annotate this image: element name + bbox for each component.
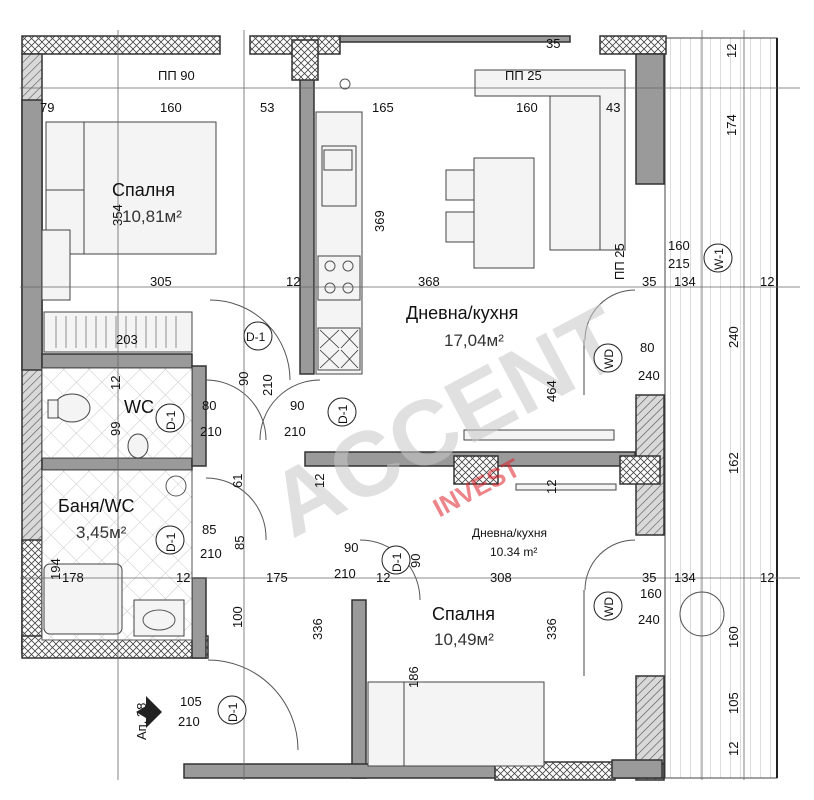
dimension-label: 210 <box>260 374 275 396</box>
room-name-bath: Баня/WC <box>58 496 135 516</box>
dimension-label: 105 <box>180 694 202 709</box>
dimension-label: 210 <box>334 566 356 581</box>
room-area-living: 17,04м² <box>444 331 504 350</box>
dimension-label: 134 <box>674 274 696 289</box>
dimension-label: 240 <box>638 368 660 383</box>
dimension-label: 215 <box>668 256 690 271</box>
dimension-label: 203 <box>116 332 138 347</box>
dimension-label: 100 <box>230 606 245 628</box>
dimension-label: 61 <box>230 474 245 488</box>
dimension-label: 464 <box>544 380 559 402</box>
dimension-label: 79 <box>40 100 54 115</box>
dimension-label: 305 <box>150 274 172 289</box>
dimension-label: 80 <box>640 340 654 355</box>
dimension-label: 210 <box>284 424 306 439</box>
dining-set <box>445 69 626 269</box>
tag-entry: D-1 <box>226 702 240 722</box>
dimension-label: 12 <box>760 570 774 585</box>
dimension-label: 12 <box>724 44 739 58</box>
dimension-label: 90 <box>344 540 358 555</box>
dimension-label: 12 <box>760 274 774 289</box>
tag-d1-e: D-1 <box>390 552 404 572</box>
room-labels: Спалня 10,81м² Дневна/кухня 17,04м² WC Б… <box>58 68 627 740</box>
label-pp90: ПП 90 <box>158 68 195 83</box>
label-pp25-right: ПП 25 <box>612 243 627 280</box>
dimension-label: 174 <box>724 114 739 136</box>
dimension-label: 12 <box>544 480 559 494</box>
dimension-label: 12 <box>312 474 327 488</box>
dimension-label: 35 <box>546 36 560 51</box>
dimension-label: 160 <box>160 100 182 115</box>
dimension-label: 12 <box>726 742 741 756</box>
dimension-label: 105 <box>726 692 741 714</box>
room-name-living: Дневна/кухня <box>406 303 518 323</box>
dimension-label: 99 <box>108 422 123 436</box>
tag-wd-b: WD <box>602 597 616 617</box>
dimension-label: 178 <box>62 570 84 585</box>
dimension-label: 240 <box>638 612 660 627</box>
room-area-bedroom-top: 10,81м² <box>122 207 182 226</box>
dimension-texts: 35 12 79 160 53 165 160 43 174 354 369 3… <box>40 36 774 756</box>
dimension-label: 369 <box>372 210 387 232</box>
room-name-bedroom-bottom: Спалня <box>432 604 495 624</box>
tag-d1-d: D-1 <box>164 532 178 552</box>
dimension-label: 336 <box>544 618 559 640</box>
door-tags: D-1 D-1 D-1 D-1 D-1 WD WD W-1 D-1 <box>155 78 733 725</box>
tag-d1-c: D-1 <box>336 404 350 424</box>
dimension-label: 90 <box>408 554 423 568</box>
dimension-label: 35 <box>642 570 656 585</box>
entry-arrow-icon <box>136 696 162 728</box>
walls <box>21 35 667 781</box>
tag-d1-a: D-1 <box>246 330 266 344</box>
dimension-label: 160 <box>640 586 662 601</box>
dimension-label: 210 <box>200 546 222 561</box>
dimension-label: 12 <box>176 570 190 585</box>
room-name-wc: WC <box>124 397 154 417</box>
dimension-label: 308 <box>490 570 512 585</box>
dimension-label: 210 <box>178 714 200 729</box>
wc-fixtures <box>41 367 193 641</box>
dimension-label: 162 <box>726 452 741 474</box>
dimension-label: 12 <box>108 376 123 390</box>
room-name-living2: Дневна/кухня <box>472 526 547 540</box>
balcony <box>664 37 778 779</box>
dimension-label: 186 <box>406 666 421 688</box>
bed-bottom <box>367 429 617 767</box>
dimension-label: 175 <box>266 570 288 585</box>
door-swings <box>205 289 636 751</box>
dimension-lines <box>20 30 800 780</box>
room-area-living2: 10.34 m² <box>490 545 537 559</box>
dimension-label: 368 <box>418 274 440 289</box>
dimension-label: 134 <box>674 570 696 585</box>
dimension-label: 85 <box>232 536 247 550</box>
dimension-label: 240 <box>726 326 741 348</box>
label-pp25-top: ПП 25 <box>505 68 542 83</box>
tag-d1-b: D-1 <box>164 410 178 430</box>
tag-w1: W-1 <box>712 248 726 270</box>
room-area-bath: 3,45м² <box>76 523 127 542</box>
dimension-label: 336 <box>310 618 325 640</box>
dimension-label: 12 <box>376 570 390 585</box>
dimension-label: 85 <box>202 522 216 537</box>
dimension-label: 210 <box>200 424 222 439</box>
dimension-label: 354 <box>110 204 125 226</box>
room-name-bedroom-top: Спалня <box>112 180 175 200</box>
dimension-label: 53 <box>260 100 274 115</box>
dimension-label: 165 <box>372 100 394 115</box>
dimension-label: 43 <box>606 100 620 115</box>
dimension-label: 90 <box>290 398 304 413</box>
dimension-label: 194 <box>48 558 63 580</box>
dimension-label: 160 <box>726 626 741 648</box>
tag-wd-a: WD <box>602 349 616 369</box>
dimension-label: 160 <box>516 100 538 115</box>
dimension-label: 35 <box>642 274 656 289</box>
dimension-label: 80 <box>202 398 216 413</box>
dimension-label: 12 <box>286 274 300 289</box>
bed-top <box>41 121 217 301</box>
dimension-label: 160 <box>668 238 690 253</box>
room-area-bedroom-bottom: 10,49м² <box>434 630 494 649</box>
kitchen-counter <box>315 111 363 375</box>
dimension-label: 90 <box>236 372 251 386</box>
